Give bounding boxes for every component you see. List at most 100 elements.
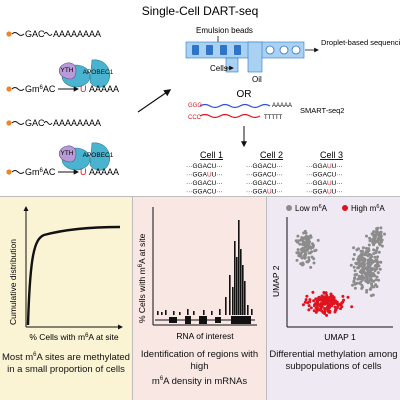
y-axis-label: UMAP 2	[271, 265, 281, 297]
umap-point-low	[372, 252, 376, 256]
gene-model	[155, 316, 255, 324]
density-bar	[173, 311, 175, 315]
umap-point-low	[369, 253, 373, 257]
umap-point-high	[304, 298, 308, 302]
mrna-strand-2: GAC AAAAAAAA	[6, 118, 101, 128]
density-bar	[251, 309, 253, 315]
umap-point-low	[359, 270, 363, 274]
density-bars	[157, 220, 253, 315]
umap-point-low	[358, 281, 362, 285]
umap-point-low	[378, 267, 382, 271]
umap-point-high	[315, 301, 319, 305]
umap-point-low	[309, 234, 313, 238]
umap-point-low	[376, 255, 380, 259]
umap-point-low	[365, 234, 368, 238]
density-bar	[157, 311, 159, 315]
umap-point-high	[317, 295, 321, 299]
droplet-chip: Emulsion beads Cells Oil Droplet-based s…	[185, 26, 400, 84]
umap-point-low	[375, 227, 379, 231]
bead-icon	[234, 45, 241, 55]
x-axis-label: RNA of interest	[176, 331, 234, 341]
legend-high: High m6A	[351, 204, 385, 213]
umap-point-high	[322, 301, 326, 304]
density-bar	[238, 220, 240, 315]
cell-name: Cell 1	[200, 150, 223, 160]
umap-point-high	[314, 306, 318, 310]
yth-label: YTH	[61, 67, 74, 74]
umap-point-low	[368, 287, 372, 291]
smart-poly-t: TTTTT	[264, 115, 283, 121]
umap-point-low	[349, 263, 353, 267]
umap-point-low	[297, 254, 301, 258]
svg-text:Gm6AC: Gm6AC	[25, 84, 56, 94]
umap-point-low	[357, 258, 361, 262]
umap-point-low	[302, 231, 306, 235]
umap-point-high	[314, 297, 318, 301]
density-bar	[225, 297, 227, 315]
cell-read: ···GGACU···	[246, 180, 283, 187]
umap-point-high	[329, 292, 333, 296]
umap-point-low	[353, 286, 357, 290]
umap-point-low	[353, 269, 357, 273]
umap-point-high	[303, 300, 307, 304]
umap-point-low	[375, 265, 379, 269]
smart-label: SMART-seq2	[300, 106, 344, 115]
umap-point-high	[309, 306, 313, 310]
workflow-diagram: Single-Cell DART-seq GAC AAAAAAAA APOBEC…	[6, 4, 400, 196]
y-axis-label: Cumulative distribution	[8, 239, 18, 325]
umap-point-low	[377, 238, 380, 241]
umap-point-low	[312, 257, 316, 261]
umap-points	[294, 226, 386, 317]
umap-point-high	[346, 295, 350, 299]
cell-read: ···GGACU···	[246, 172, 283, 179]
umap-point-low	[357, 260, 361, 264]
density-plot: % Cells with m6A at site RNA of interest	[137, 207, 257, 341]
bead-icon	[206, 45, 213, 55]
umap-point-low	[375, 248, 379, 252]
umap-point-low	[351, 283, 354, 287]
cumulative-plot: Cumulative distribution % Cells with m6A…	[8, 206, 123, 342]
strand-poly-a: AAAAAAAA	[53, 118, 101, 128]
umap-point-low	[377, 250, 381, 254]
umap-point-low	[303, 256, 307, 259]
umap-point-low	[372, 241, 376, 245]
umap-point-low	[306, 237, 310, 241]
umap-point-high	[334, 300, 338, 304]
results-panels: Cumulative distribution % Cells with m6A…	[0, 196, 400, 400]
umap-point-high	[323, 297, 327, 301]
cap-icon	[6, 169, 12, 175]
umap-point-low	[377, 233, 381, 237]
mrna-strand-bound-1: APOBEC1 YTH Gm6AC U AAAAA	[6, 59, 119, 94]
yth-protein	[58, 145, 77, 163]
strand-gm: Gm	[25, 167, 40, 177]
cells-label: Cells	[210, 64, 228, 73]
cell-read: ···GGACU···	[186, 189, 223, 196]
umap-point-high	[308, 300, 312, 304]
umap-point-low	[379, 260, 383, 264]
umap-point-low	[365, 274, 369, 278]
umap-point-high	[325, 306, 329, 310]
strand-ac: AC	[43, 84, 56, 94]
cell-read: ···GGACU···	[186, 163, 223, 170]
umap-point-high	[322, 291, 326, 294]
umap-point-low	[365, 268, 369, 272]
umap-point-low	[353, 276, 356, 280]
legend-low: Low m6A	[295, 204, 328, 213]
umap-plot: Low m6A High m6A UMAP 2 UMAP 1	[271, 204, 393, 342]
panel-cumulative: Cumulative distribution % Cells with m6A…	[0, 196, 133, 400]
umap-point-low	[316, 238, 320, 242]
umap-point-high	[314, 310, 318, 314]
apobec-label: APOBEC1	[83, 152, 114, 159]
umap-point-high	[301, 303, 305, 307]
top-workflow: Single-Cell DART-seq GAC AAAAAAAA APOBEC…	[0, 0, 400, 196]
cell-read: ···GGACU···	[246, 163, 283, 170]
density-bar	[219, 309, 221, 315]
umap-point-low	[375, 230, 379, 234]
umap-point-high	[328, 310, 332, 314]
umap-point-high	[305, 294, 309, 298]
strand-poly-a: AAAAA	[89, 167, 119, 177]
umap-point-low	[373, 237, 377, 241]
title: Single-Cell DART-seq	[142, 4, 259, 18]
umap-point-high	[321, 295, 325, 299]
umap-point-low	[364, 279, 368, 283]
